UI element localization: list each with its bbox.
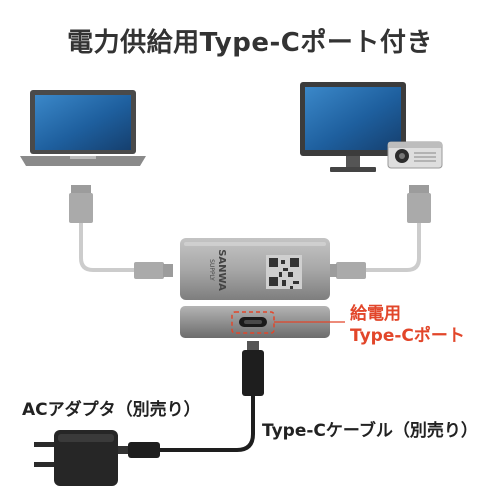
brand-line-2: SUPPLY bbox=[208, 259, 215, 281]
adapter-front-face bbox=[180, 306, 345, 338]
page-title: 電力供給用Type-Cポート付き bbox=[67, 28, 433, 58]
power-port-label-line-2: Type-Cポート bbox=[350, 326, 465, 346]
power-port-label: 給電用 Type-Cポート bbox=[350, 303, 465, 347]
type-c-cable bbox=[128, 341, 264, 458]
brand-logo: SANWA SUPPLY bbox=[208, 249, 227, 291]
monitor-icon bbox=[300, 82, 406, 172]
usb-c-port-highlight bbox=[231, 311, 275, 334]
ac-adapter-label: ACアダプタ（別売り） bbox=[22, 400, 201, 420]
power-port-label-line-1: 給電用 bbox=[350, 304, 401, 324]
type-c-cable-label: Type-Cケーブル（別売り） bbox=[262, 421, 478, 441]
hdmi-cable-right bbox=[327, 185, 431, 279]
brand-line-1: SANWA bbox=[216, 249, 227, 291]
qr-code bbox=[266, 255, 302, 289]
ac-adapter-icon bbox=[34, 430, 128, 486]
hdmi-adapter-device: SANWA SUPPLY bbox=[180, 238, 330, 300]
laptop-icon bbox=[20, 90, 146, 166]
projector-icon bbox=[387, 141, 443, 169]
hdmi-cable-left bbox=[69, 185, 173, 279]
